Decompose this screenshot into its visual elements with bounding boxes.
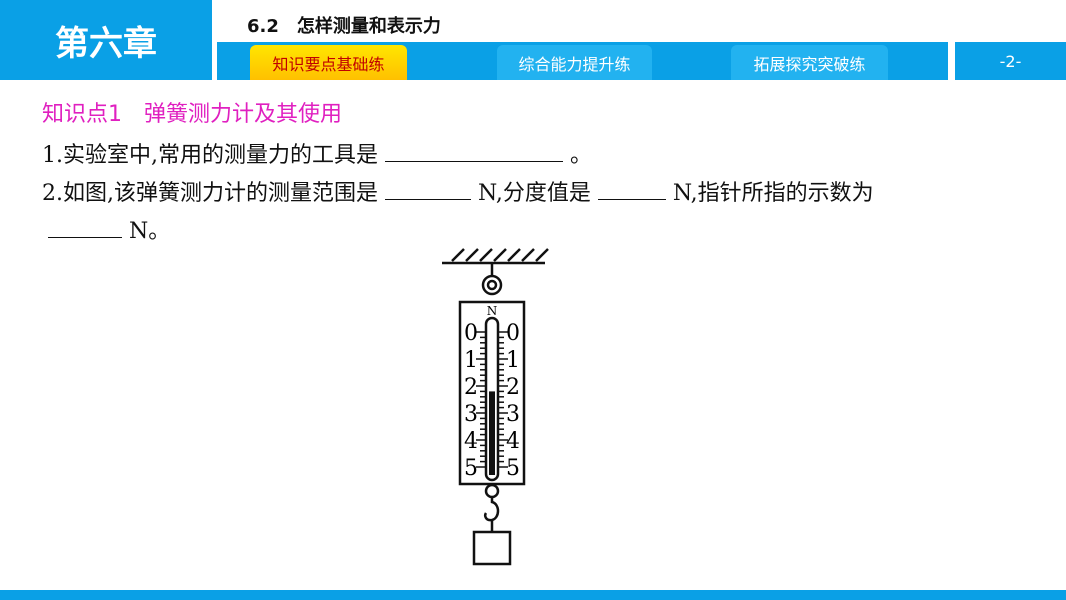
hatch-line bbox=[535, 248, 549, 262]
scale-label-right: 5 bbox=[506, 456, 520, 481]
slot bbox=[484, 316, 500, 482]
scale-label-right: 1 bbox=[506, 348, 520, 373]
question-2: 2.如图,该弹簧测力计的测量范围是 N,分度值是 N,指针所指的示数为 bbox=[42, 175, 874, 207]
scale-label-right: 4 bbox=[506, 429, 520, 454]
scale-label-right: 0 bbox=[506, 321, 520, 346]
question-1: 1.实验室中,常用的测量力的工具是 。 bbox=[42, 137, 592, 169]
q1-blank[interactable] bbox=[385, 143, 563, 162]
bottom-bar bbox=[0, 590, 1066, 600]
q2-text-a: 2.如图,该弹簧测力计的测量范围是 bbox=[42, 181, 378, 206]
weight-block bbox=[472, 530, 512, 566]
section-title: 6.2 怎样测量和表示力 bbox=[247, 16, 441, 37]
hatch-line bbox=[465, 248, 479, 262]
q2-blank-reading[interactable] bbox=[48, 219, 122, 238]
hook bbox=[484, 497, 500, 522]
hatch-line bbox=[521, 248, 535, 262]
scale-label-left: 0 bbox=[464, 321, 478, 346]
unit-label: N bbox=[487, 304, 498, 318]
q1-text: 1.实验室中,常用的测量力的工具是 bbox=[42, 143, 378, 168]
q2-blank-division[interactable] bbox=[597, 181, 666, 200]
hatch-line bbox=[493, 248, 507, 262]
knowledge-heading: 知识点1 弹簧测力计及其使用 bbox=[42, 102, 342, 127]
question-2-cont: N。 bbox=[48, 213, 170, 245]
scale-label-right: 2 bbox=[506, 375, 520, 400]
hatch-line bbox=[451, 248, 465, 262]
scale-label-left: 1 bbox=[464, 348, 478, 373]
hatch-line bbox=[479, 248, 493, 262]
page-number: -2- bbox=[955, 42, 1066, 80]
q1-end: 。 bbox=[570, 143, 593, 168]
scale-label-left: 5 bbox=[464, 456, 478, 481]
tab-exploration[interactable]: 拓展探究突破练 bbox=[731, 45, 888, 80]
q2-text-c: N,指针所指的示数为 bbox=[672, 181, 874, 206]
q2-text-d: N。 bbox=[129, 219, 171, 244]
pointer-bar bbox=[489, 391, 495, 475]
scale-label-left: 4 bbox=[464, 429, 478, 454]
scale-label-left: 3 bbox=[464, 402, 478, 427]
q2-text-b: N,分度值是 bbox=[478, 181, 591, 206]
nav-bar: 知识要点基础练 综合能力提升练 拓展探究突破练 bbox=[217, 42, 948, 80]
hatch-line bbox=[507, 248, 521, 262]
tab-ability-improvement[interactable]: 综合能力提升练 bbox=[497, 45, 652, 80]
scale-label-left: 2 bbox=[464, 375, 478, 400]
chapter-label: 第六章 bbox=[0, 0, 212, 80]
top-ring bbox=[481, 274, 503, 296]
q2-blank-range[interactable] bbox=[385, 181, 471, 200]
tab-basic-practice[interactable]: 知识要点基础练 bbox=[250, 45, 407, 80]
scale-label-right: 3 bbox=[506, 402, 520, 427]
